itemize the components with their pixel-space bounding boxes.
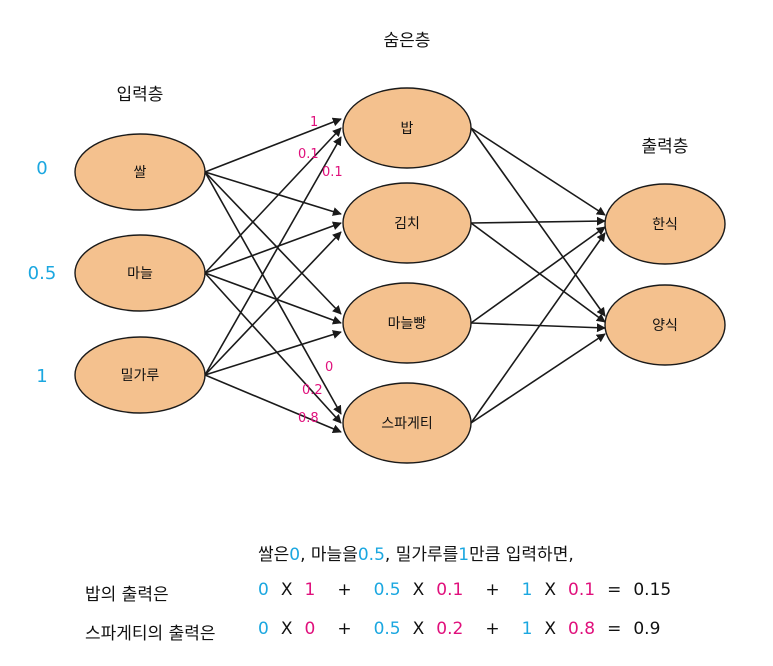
bap-eq-equals: = [607, 580, 622, 600]
input-value-garlic: 0.5 [28, 263, 57, 284]
output-node-western-label: 양식 [652, 318, 678, 334]
arrow-hidden2-to-output2 [470, 222, 606, 323]
arrow-input2-to-hidden3 [204, 272, 342, 325]
bap-eq-times-2: X [412, 580, 425, 600]
input-node-rice: 쌀 [74, 133, 206, 211]
spaghetti-eq-plus-1: + [337, 619, 352, 639]
spaghetti-eq-times-3: X [544, 619, 557, 639]
intro-text-1: 쌀은 [258, 545, 290, 565]
bap-eq-weight-3: 0.1 [568, 580, 596, 600]
hidden-node-garlic-bread: 마늘빵 [342, 282, 472, 364]
intro-text-2: , 마늘을 [300, 545, 358, 565]
arrow-input2-to-hidden4 [204, 272, 342, 424]
explanation-intro: 쌀은 0, 마늘을 0.5, 밀가루를 1만큼 입력하면, [258, 540, 574, 565]
arrow-hidden4-to-output1 [470, 232, 606, 424]
arrow-input1-to-hidden3 [204, 171, 342, 315]
spaghetti-eq-plus-2: + [485, 619, 500, 639]
bap-eq-weight-1: 1 [304, 580, 316, 600]
hidden-node-garlic-bread-label: 마늘빵 [388, 316, 427, 332]
weight-garlic-to-bap: 0.1 [298, 147, 319, 162]
spaghetti-output-label: 스파게티의 출력은 [85, 624, 216, 644]
weight-garlic-to-spaghetti: 0.2 [302, 383, 323, 398]
bap-eq-input-1: 0 [258, 580, 269, 600]
spaghetti-eq-times-2: X [412, 619, 425, 639]
spaghetti-eq-input-3: 1 [521, 619, 533, 639]
arrow-hidden4-to-output2 [470, 333, 606, 424]
arrow-input3-to-hidden4 [204, 374, 342, 434]
intro-text-3: , 밀가루를 [384, 545, 459, 565]
intro-value-flour: 1 [458, 545, 470, 565]
spaghetti-eq-times-1: X [280, 619, 293, 639]
arrow-hidden2-to-output1 [470, 216, 606, 226]
bap-eq-times-1: X [280, 580, 293, 600]
spaghetti-eq-input-2: 0.5 [373, 619, 401, 639]
input-node-flour: 밀가루 [74, 336, 206, 414]
arrow-input2-to-hidden1 [204, 127, 342, 274]
input-value-flour: 1 [36, 366, 47, 387]
hidden-node-bap-label: 밥 [401, 121, 414, 137]
arrow-input3-to-hidden2 [204, 231, 342, 376]
output-node-korean-label: 한식 [652, 217, 678, 233]
weight-rice-to-spaghetti: 0 [325, 360, 333, 375]
spaghetti-eq-equals: = [607, 619, 622, 639]
input-node-garlic-label: 마늘 [127, 266, 153, 282]
arrow-input1-to-hidden1 [204, 117, 342, 173]
arrow-input3-to-hidden1 [204, 136, 342, 376]
weight-rice-to-bap: 1 [310, 115, 318, 130]
arrow-input3-to-hidden3 [204, 330, 342, 376]
spaghetti-eq-weight-1: 0 [304, 619, 316, 639]
bap-eq-input-3: 1 [521, 580, 533, 600]
arrow-input1-to-hidden2 [204, 171, 342, 216]
arrow-hidden3-to-output2 [470, 322, 606, 333]
bap-eq-weight-2: 0.1 [436, 580, 464, 600]
intro-text-4: 만큼 입력하면, [469, 545, 574, 565]
output-node-korean: 한식 [604, 183, 726, 265]
input-layer-label: 입력층 [117, 85, 164, 105]
bap-eq-result: 0.15 [633, 580, 672, 600]
spaghetti-eq-result: 0.9 [633, 619, 661, 639]
spaghetti-eq-input-1: 0 [258, 619, 269, 639]
bap-eq-times-3: X [544, 580, 557, 600]
spaghetti-eq-weight-3: 0.8 [568, 619, 596, 639]
spaghetti-eq-weight-2: 0.2 [436, 619, 464, 639]
connection-arrows [204, 117, 606, 434]
bap-eq-plus-2: + [485, 580, 500, 600]
output-node-western: 양식 [604, 284, 726, 366]
hidden-node-spaghetti: 스파게티 [342, 382, 472, 464]
input-node-garlic: 마늘 [74, 234, 206, 312]
intro-value-garlic: 0.5 [357, 545, 385, 565]
hidden-node-kimchi-label: 김치 [394, 216, 420, 232]
input-node-rice-label: 쌀 [134, 165, 147, 181]
arrow-input2-to-hidden2 [204, 221, 342, 274]
hidden-layer-label: 숨은층 [384, 31, 431, 51]
hidden-node-kimchi: 김치 [342, 182, 472, 264]
weight-flour-to-bap: 0.1 [322, 165, 343, 180]
hidden-node-spaghetti-label: 스파게티 [381, 416, 433, 432]
weight-flour-to-spaghetti: 0.8 [298, 411, 319, 426]
bap-eq-plus-1: + [337, 580, 352, 600]
hidden-node-bap: 밥 [342, 87, 472, 169]
intro-value-rice: 0 [289, 545, 301, 565]
bap-output-label: 밥의 출력은 [85, 585, 169, 605]
arrow-hidden3-to-output1 [470, 226, 606, 324]
input-node-flour-label: 밀가루 [121, 368, 160, 384]
bap-eq-input-2: 0.5 [373, 580, 401, 600]
arrow-input1-to-hidden4 [204, 171, 342, 415]
input-value-rice: 0 [36, 158, 47, 179]
output-layer-label: 출력층 [642, 137, 689, 157]
arrow-hidden1-to-output1 [470, 127, 606, 216]
